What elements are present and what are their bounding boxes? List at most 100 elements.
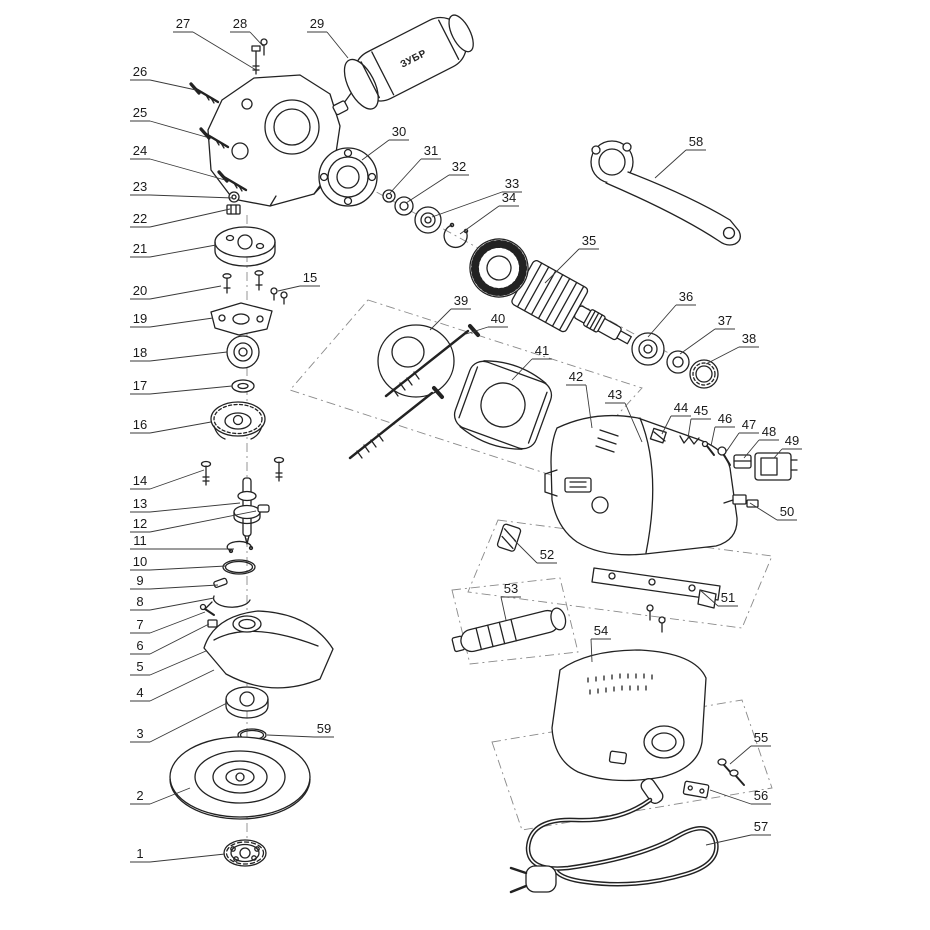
bearing-upper [226,335,260,369]
spindle-small-parts [382,189,469,249]
grinding-disc [169,736,311,820]
callout-number-33: 33 [505,176,519,191]
callout-42: 42 [566,369,593,429]
rotor-armature [469,238,632,345]
spindle [233,477,270,545]
callout-number-40: 40 [491,311,505,326]
power-cord [509,778,719,894]
callout-number-11: 11 [133,533,147,548]
callout-29: 29 [307,16,349,59]
callout-number-36: 36 [679,289,693,304]
callout-number-37: 37 [718,313,732,328]
callout-number-19: 19 [133,311,147,326]
side-handle: ЗУБР [332,14,474,116]
callout-number-51: 51 [721,590,735,605]
callout-number-35: 35 [582,233,596,248]
wheel-guard [203,610,334,689]
callout-41: 41 [511,343,552,381]
callout-28: 28 [230,16,264,47]
callout-1: 1 [130,846,226,863]
callout-number-22: 22 [133,211,147,226]
callout-number-6: 6 [136,638,143,653]
callout-7: 7 [130,611,206,634]
callout-23: 23 [130,179,234,199]
callout-49: 49 [773,433,802,459]
callout-56: 56 [709,788,771,805]
bevel-gear [210,401,266,440]
guard-clamp [199,577,251,628]
callout-32: 32 [405,159,469,204]
callout-11: 11 [130,533,234,550]
rear-screws-and-cover [682,758,745,799]
callout-number-59: 59 [317,721,331,736]
callout-number-58: 58 [689,134,703,149]
callout-number-12: 12 [133,516,147,531]
callout-number-44: 44 [674,400,688,415]
gasket-plate [210,302,273,336]
callout-35: 35 [544,233,599,284]
pin-wrench [590,140,741,246]
callout-number-43: 43 [608,387,622,402]
switch-block [754,452,798,481]
callout-number-1: 1 [136,846,143,861]
gear-screws [200,456,285,486]
callout-51: 51 [699,589,738,607]
callout-46: 46 [710,411,735,447]
brush-cap [496,523,522,552]
callout-10: 10 [130,554,227,571]
small-ring-and-nut [226,191,241,215]
callout-number-17: 17 [133,378,147,393]
callout-number-9: 9 [136,573,143,588]
callout-number-23: 23 [133,179,147,194]
power-plug [509,865,557,894]
long-bolts [348,324,480,460]
callout-number-30: 30 [392,124,406,139]
callout-number-7: 7 [136,617,143,632]
rotor-bearings [631,332,719,389]
callout-8: 8 [130,594,215,611]
callout-53: 53 [500,581,521,621]
callout-number-24: 24 [133,143,147,158]
brush-and-small-parts [649,427,752,469]
callout-number-8: 8 [136,594,143,609]
callout-number-46: 46 [718,411,732,426]
callout-number-38: 38 [742,331,756,346]
callout-26: 26 [130,64,197,91]
callout-number-15: 15 [303,270,317,285]
callout-27: 27 [173,16,257,71]
callout-number-2: 2 [136,788,143,803]
callout-39: 39 [429,293,471,331]
callout-number-5: 5 [136,659,143,674]
callout-number-29: 29 [310,16,324,31]
callout-number-47: 47 [742,417,756,432]
callout-12: 12 [130,510,257,533]
callout-number-3: 3 [136,726,143,741]
callout-number-45: 45 [694,403,708,418]
callout-55: 55 [729,730,771,765]
callout-number-48: 48 [762,424,776,439]
callout-number-53: 53 [504,581,518,596]
callout-2: 2 [130,787,191,805]
connector-parts [723,494,759,508]
clamp-nut [223,839,267,867]
mounting-bracket [591,567,721,633]
callout-9: 9 [130,573,219,590]
motor-housing [544,414,738,556]
callout-47: 47 [725,417,759,453]
callout-20: 20 [130,283,222,300]
callout-number-10: 10 [133,554,147,569]
callout-6: 6 [130,623,210,655]
callout-45: 45 [687,403,711,439]
cover-plate [377,324,455,398]
callout-14: 14 [130,469,205,490]
callout-18: 18 [130,345,228,362]
callout-number-20: 20 [133,283,147,298]
callout-25: 25 [130,105,207,138]
callout-59: 59 [266,721,334,738]
callout-number-52: 52 [540,547,554,562]
bearing-flange-cover [318,147,378,207]
callout-44: 44 [661,400,691,435]
